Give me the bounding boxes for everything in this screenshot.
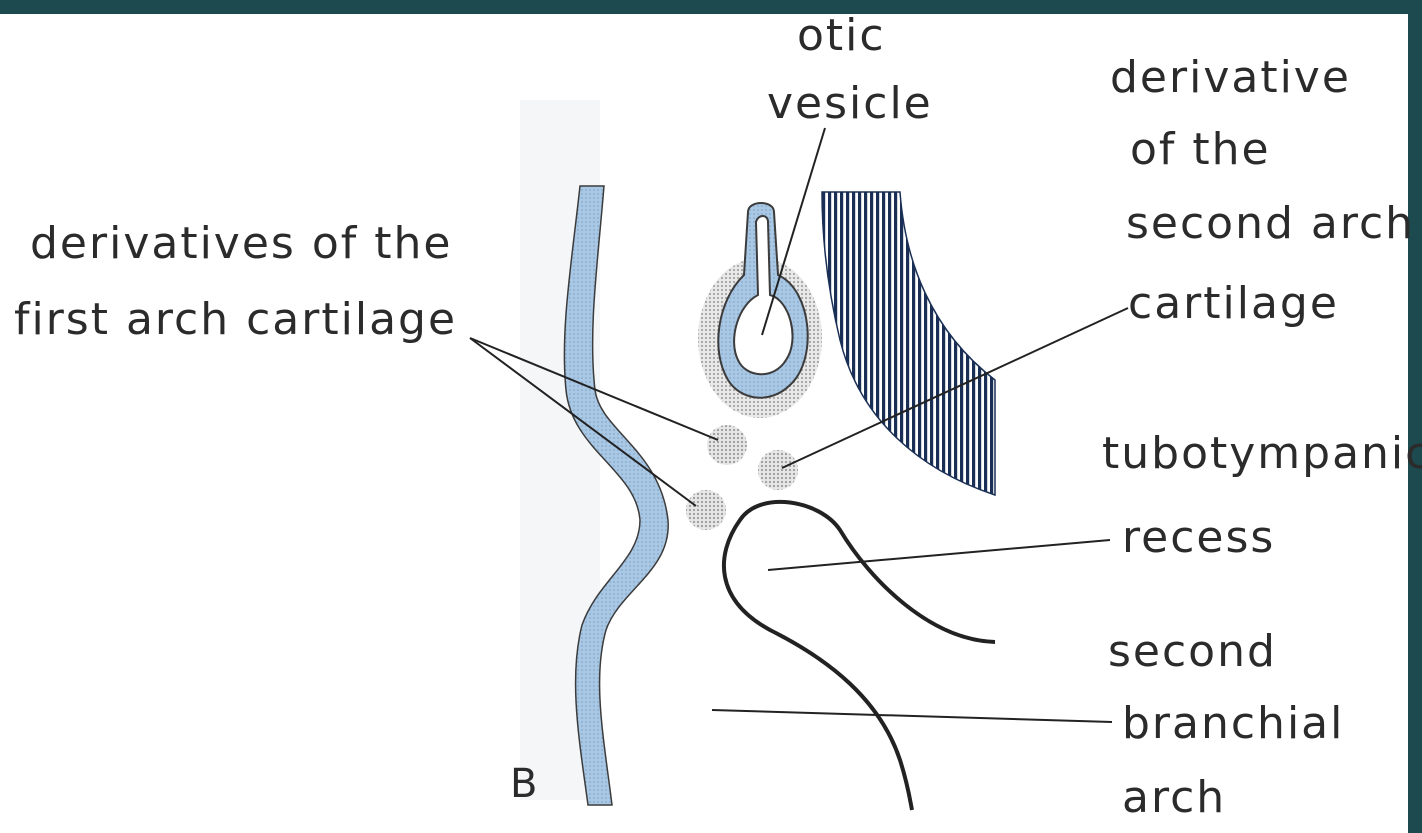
label-second-arch: second arch: [1126, 198, 1415, 250]
label-branchial: branchial: [1122, 698, 1344, 750]
label-recess: recess: [1122, 512, 1275, 564]
panel-letter: B: [510, 758, 539, 810]
label-arch: arch: [1122, 772, 1226, 824]
tubotympanic-recess-outline: [724, 502, 995, 810]
label-otic: otic: [797, 10, 886, 62]
label-first-arch-cartilage: first arch cartilage: [14, 294, 457, 346]
second-arch-cartilage-striped: [822, 192, 995, 495]
leader-second-branchial-arch: [712, 710, 1112, 722]
label-derivative: derivative: [1110, 52, 1351, 104]
label-derivatives-of-the: derivatives of the: [30, 218, 452, 270]
label-tubotympanic: tubotympanic: [1102, 428, 1422, 480]
label-of-the: of the: [1130, 124, 1271, 176]
label-second: second: [1108, 626, 1277, 678]
leader-tubotympanic-recess: [768, 540, 1110, 570]
first-arch-blob-upper: [707, 425, 747, 465]
label-vesicle: vesicle: [767, 78, 933, 130]
label-cartilage: cartilage: [1128, 278, 1339, 330]
second-arch-blob: [758, 450, 798, 490]
first-arch-blob-lower: [686, 490, 726, 530]
